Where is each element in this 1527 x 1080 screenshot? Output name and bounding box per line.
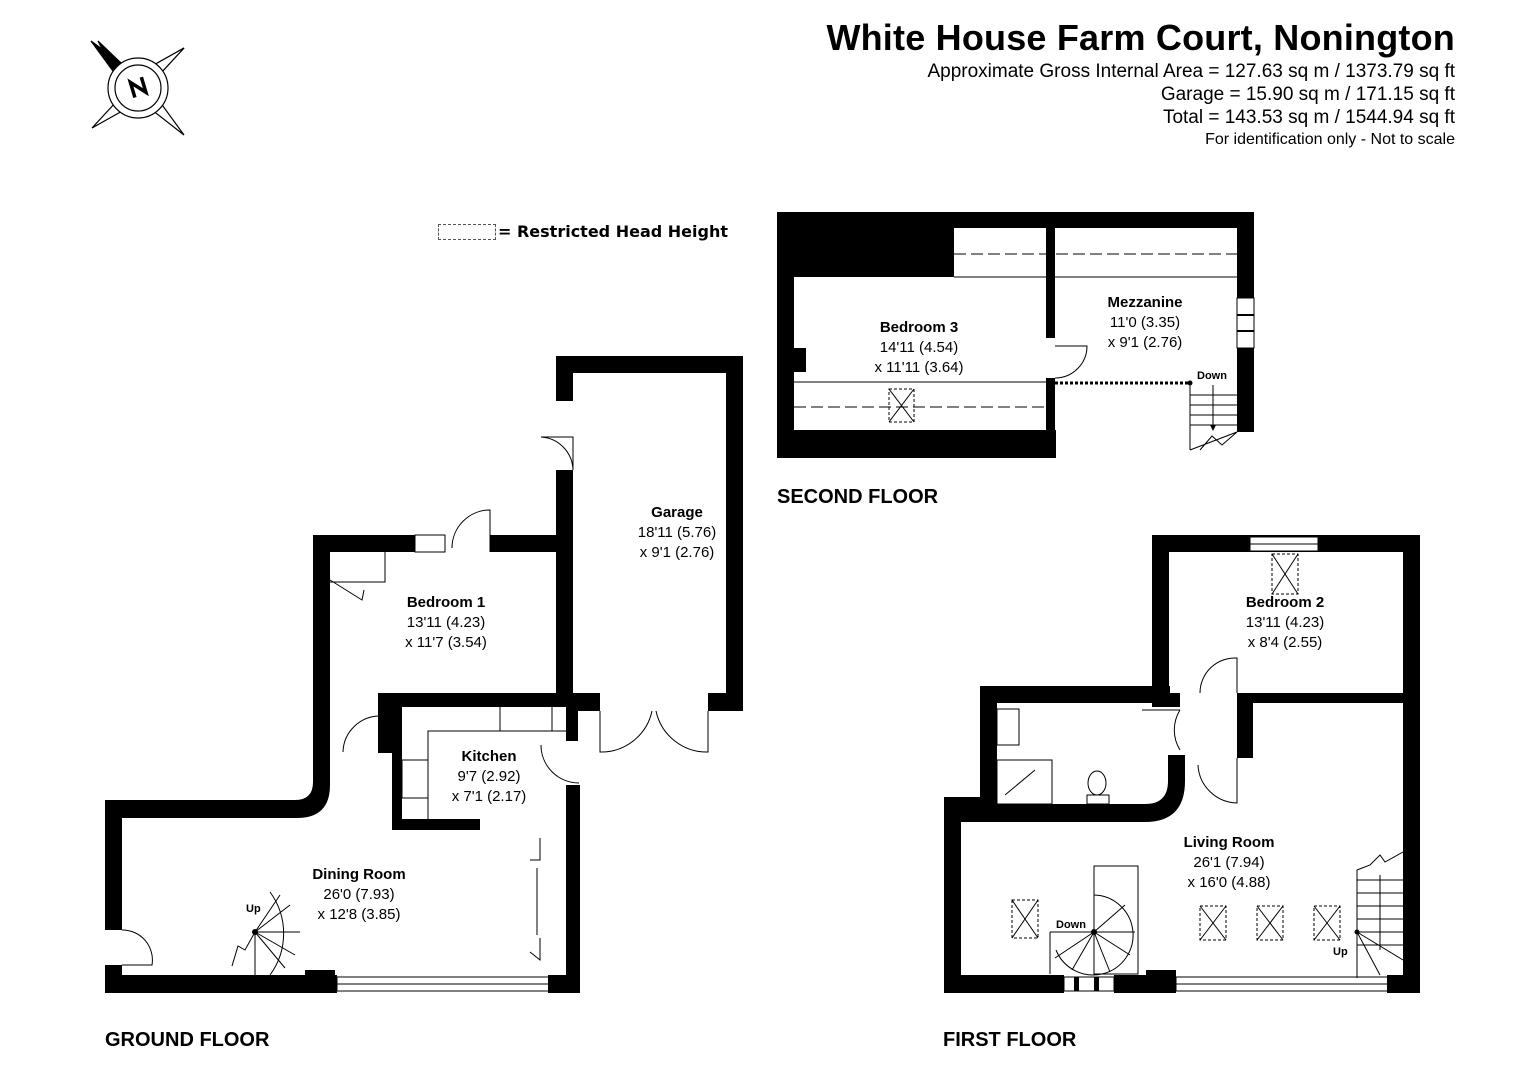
room-name: Kitchen (461, 748, 517, 765)
floor-label-first: FIRST FLOOR (943, 1029, 1077, 1051)
room-dim-length: 13'11 (4.23) (406, 614, 486, 631)
gross-internal-area: Approximate Gross Internal Area = 127.63… (927, 61, 1455, 82)
room-dim-length: 11'0 (3.35) (1109, 314, 1181, 331)
room-name: Bedroom 1 (406, 594, 486, 611)
room-garage: Garage 18'11 (5.76) x 9'1 (2.76) (638, 503, 716, 563)
room-dim-length: 9'7 (2.92) (457, 768, 521, 785)
room-name: Living Room (1183, 834, 1275, 851)
room-kitchen: Kitchen 9'7 (2.92) x 7'1 (2.17) (452, 747, 527, 807)
room-dim-width: x 7'1 (2.17) (451, 788, 527, 805)
room-dim-length: 26'1 (7.94) (1193, 854, 1265, 871)
room-mezzanine: Mezzanine 11'0 (3.35) x 9'1 (2.76) (1107, 293, 1182, 353)
room-name: Mezzanine (1107, 294, 1183, 311)
room-dim-width: x 12'8 (3.85) (317, 906, 401, 923)
room-name: Dining Room (312, 866, 406, 883)
stair-down-label: Down (1056, 919, 1086, 931)
room-name: Bedroom 2 (1245, 594, 1325, 611)
room-dim-length: 18'11 (5.76) (637, 524, 717, 541)
room-name: Bedroom 3 (879, 319, 959, 336)
room-dim-width: x 8'4 (2.55) (1247, 634, 1323, 651)
room-dim-length: 14'11 (4.54) (879, 339, 959, 356)
room-dim-width: x 16'0 (4.88) (1187, 874, 1271, 891)
dashed-box-icon (438, 223, 496, 240)
room-dim-width: x 9'1 (2.76) (1107, 334, 1183, 351)
room-dim-length: 13'11 (4.23) (1245, 614, 1325, 631)
garage-area: Garage = 15.90 sq m / 171.15 sq ft (1160, 84, 1455, 105)
room-bedroom-2: Bedroom 2 13'11 (4.23) x 8'4 (2.55) (1246, 593, 1324, 653)
room-dim-width: x 11'11 (3.64) (874, 359, 964, 376)
disclaimer: For identification only - Not to scale (1205, 131, 1455, 148)
room-dim-width: x 9'1 (2.76) (639, 544, 715, 561)
stair-down-label: Down (1197, 370, 1227, 382)
stair-up-label: Up (1333, 946, 1348, 958)
property-header: White House Farm Court, Nonington Approx… (826, 16, 1455, 151)
legend-label: = Restricted Head Height (498, 222, 728, 241)
stair-up-label: Up (246, 903, 261, 915)
floor-label-ground: GROUND FLOOR (105, 1029, 270, 1051)
floor-label-second: SECOND FLOOR (777, 486, 939, 508)
total-area: Total = 143.53 sq m / 1544.94 sq ft (1162, 107, 1455, 128)
room-dining-room: Dining Room 26'0 (7.93) x 12'8 (3.85) (312, 865, 405, 925)
restricted-head-height-legend: = Restricted Head Height (438, 222, 728, 241)
room-bedroom-1: Bedroom 1 13'11 (4.23) x 11'7 (3.54) (405, 593, 487, 653)
room-dim-width: x 11'7 (3.54) (405, 634, 487, 651)
room-bedroom-3: Bedroom 3 14'11 (4.54) x 11'11 (3.64) (874, 318, 963, 378)
first-floor-plan (944, 535, 1420, 993)
room-living-room: Living Room 26'1 (7.94) x 16'0 (4.88) (1184, 833, 1275, 893)
ground-floor-plan (105, 356, 743, 993)
room-dim-length: 26'0 (7.93) (323, 886, 395, 903)
property-title: White House Farm Court, Nonington (826, 17, 1455, 58)
second-floor-plan (777, 212, 1255, 458)
room-name: Garage (651, 504, 703, 521)
